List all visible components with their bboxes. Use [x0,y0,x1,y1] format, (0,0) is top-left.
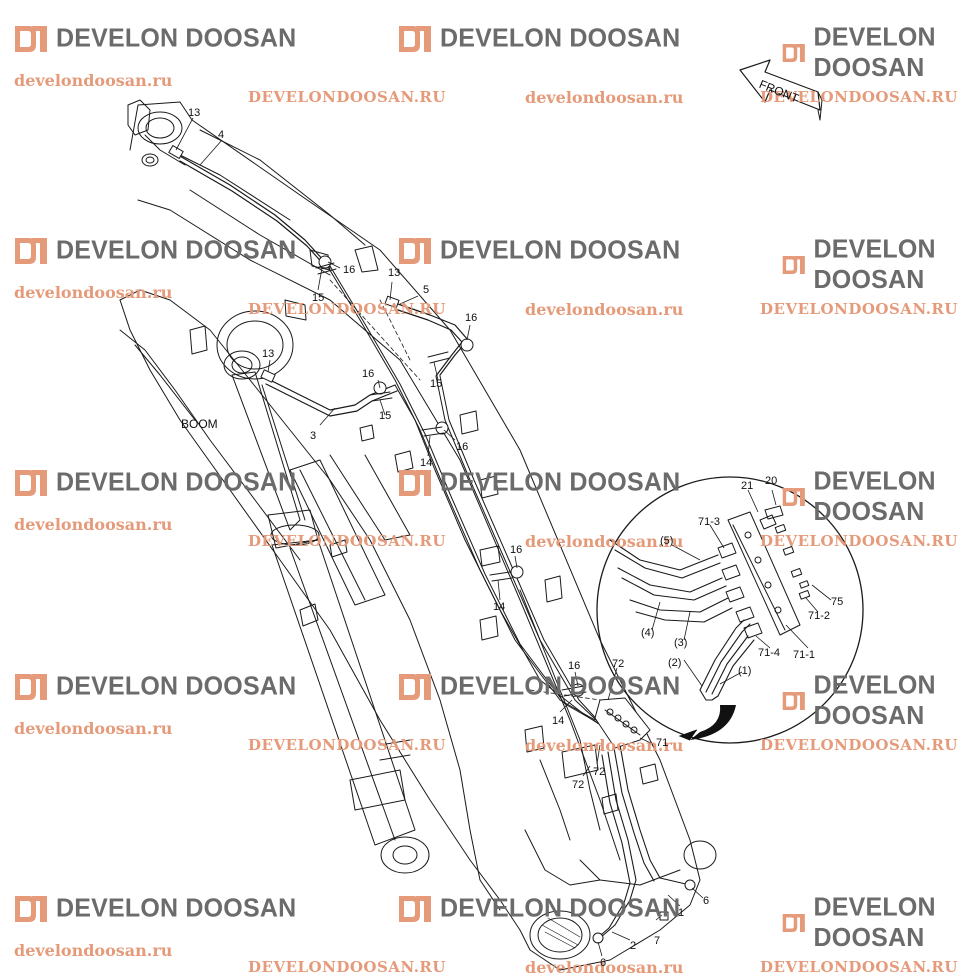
callout-6: 6 [600,957,607,969]
callout-15: 15 [312,292,325,304]
detail-hoses [609,539,755,701]
callout-14: 14 [552,715,565,727]
callout-7: 7 [654,935,661,947]
callout-14: 14 [420,457,433,469]
detail-callout-21: 21 [741,480,754,492]
callout-72: 72 [593,766,606,778]
arm-foot-bushing [529,910,591,960]
watermark-url: DEVELONDOOSAN.RU [248,88,446,106]
hose-5 [394,302,469,377]
front-direction-arrow [739,59,821,111]
detail-leader-arrow [690,705,736,740]
boom-cylinder [231,371,301,531]
callout-71: 71 [656,737,669,749]
callout-72: 72 [572,779,585,791]
watermark-url: develondoosan.ru [525,736,684,755]
callout-1: 1 [678,907,685,919]
callout-13: 13 [188,107,201,119]
callout-16: 16 [568,660,581,672]
detail-callout-1: (1) [738,665,752,677]
callout-72: 72 [612,658,625,670]
callout-16: 16 [510,544,523,556]
watermark-url: develondoosan.ru [525,532,684,551]
watermark-url: develondoosan.ru [525,300,684,319]
watermark-url: DEVELONDOOSAN.RU [760,736,958,754]
watermark-url: DEVELONDOOSAN.RU [248,958,446,976]
detail-callout-71-4: 71-4 [758,647,781,659]
detail-callout-71-3: 71-3 [698,516,721,528]
callout-16: 16 [465,312,478,324]
callout-16: 16 [343,264,356,276]
callout-15: 15 [379,410,392,422]
detail-callout-3: (3) [674,637,688,649]
watermark-url: DEVELONDOOSAN.RU [760,88,958,106]
detail-callout-71-2: 71-2 [808,610,831,622]
watermark-url: DEVELONDOOSAN.RU [248,532,446,550]
watermark-url: DEVELONDOOSAN.RU [760,300,958,318]
hose-clamps [315,262,587,697]
callout-2: 2 [630,940,637,952]
detail-callout-71-1: 71-1 [793,649,816,661]
detail-callout-5: (5) [660,535,674,547]
hose-1-2 [593,744,691,942]
detail-callout-20: 20 [765,475,778,487]
callout-16: 16 [456,441,469,453]
boom-label: BOOM [181,417,218,431]
cylinder-mount-boss [216,310,294,380]
hose-3 [265,377,398,417]
callout-6: 6 [703,895,710,907]
callout-15: 15 [430,378,443,390]
callout-14: 14 [493,601,506,613]
callout-13: 13 [262,348,275,360]
callout-3: 3 [310,430,317,442]
detail-callout-4: (4) [641,627,655,639]
watermark-url: DEVELONDOOSAN.RU [760,958,958,976]
callout-16: 16 [362,368,375,380]
detail-callout-2: (2) [668,657,682,669]
hose-4 [177,154,328,269]
boom-outline [119,101,701,971]
watermark-url: develondoosan.ru [525,958,684,977]
watermark-url: DEVELONDOOSAN.RU [248,300,446,318]
watermark-url: DEVELONDOOSAN.RU [248,736,446,754]
detail-callout-75: 75 [831,596,844,608]
hose-bundle-main [324,261,615,739]
cylinder-rod-eye [380,836,430,874]
detail-view-circle [596,476,864,744]
watermark-url: DEVELONDOOSAN.RU [760,532,958,550]
watermark-url: develondoosan.ru [525,88,684,107]
callout-13: 13 [388,267,401,279]
callout-5: 5 [423,284,430,296]
boom-top-pin-boss [127,99,151,136]
detail-manifold [717,505,811,639]
callout-4: 4 [218,129,225,141]
